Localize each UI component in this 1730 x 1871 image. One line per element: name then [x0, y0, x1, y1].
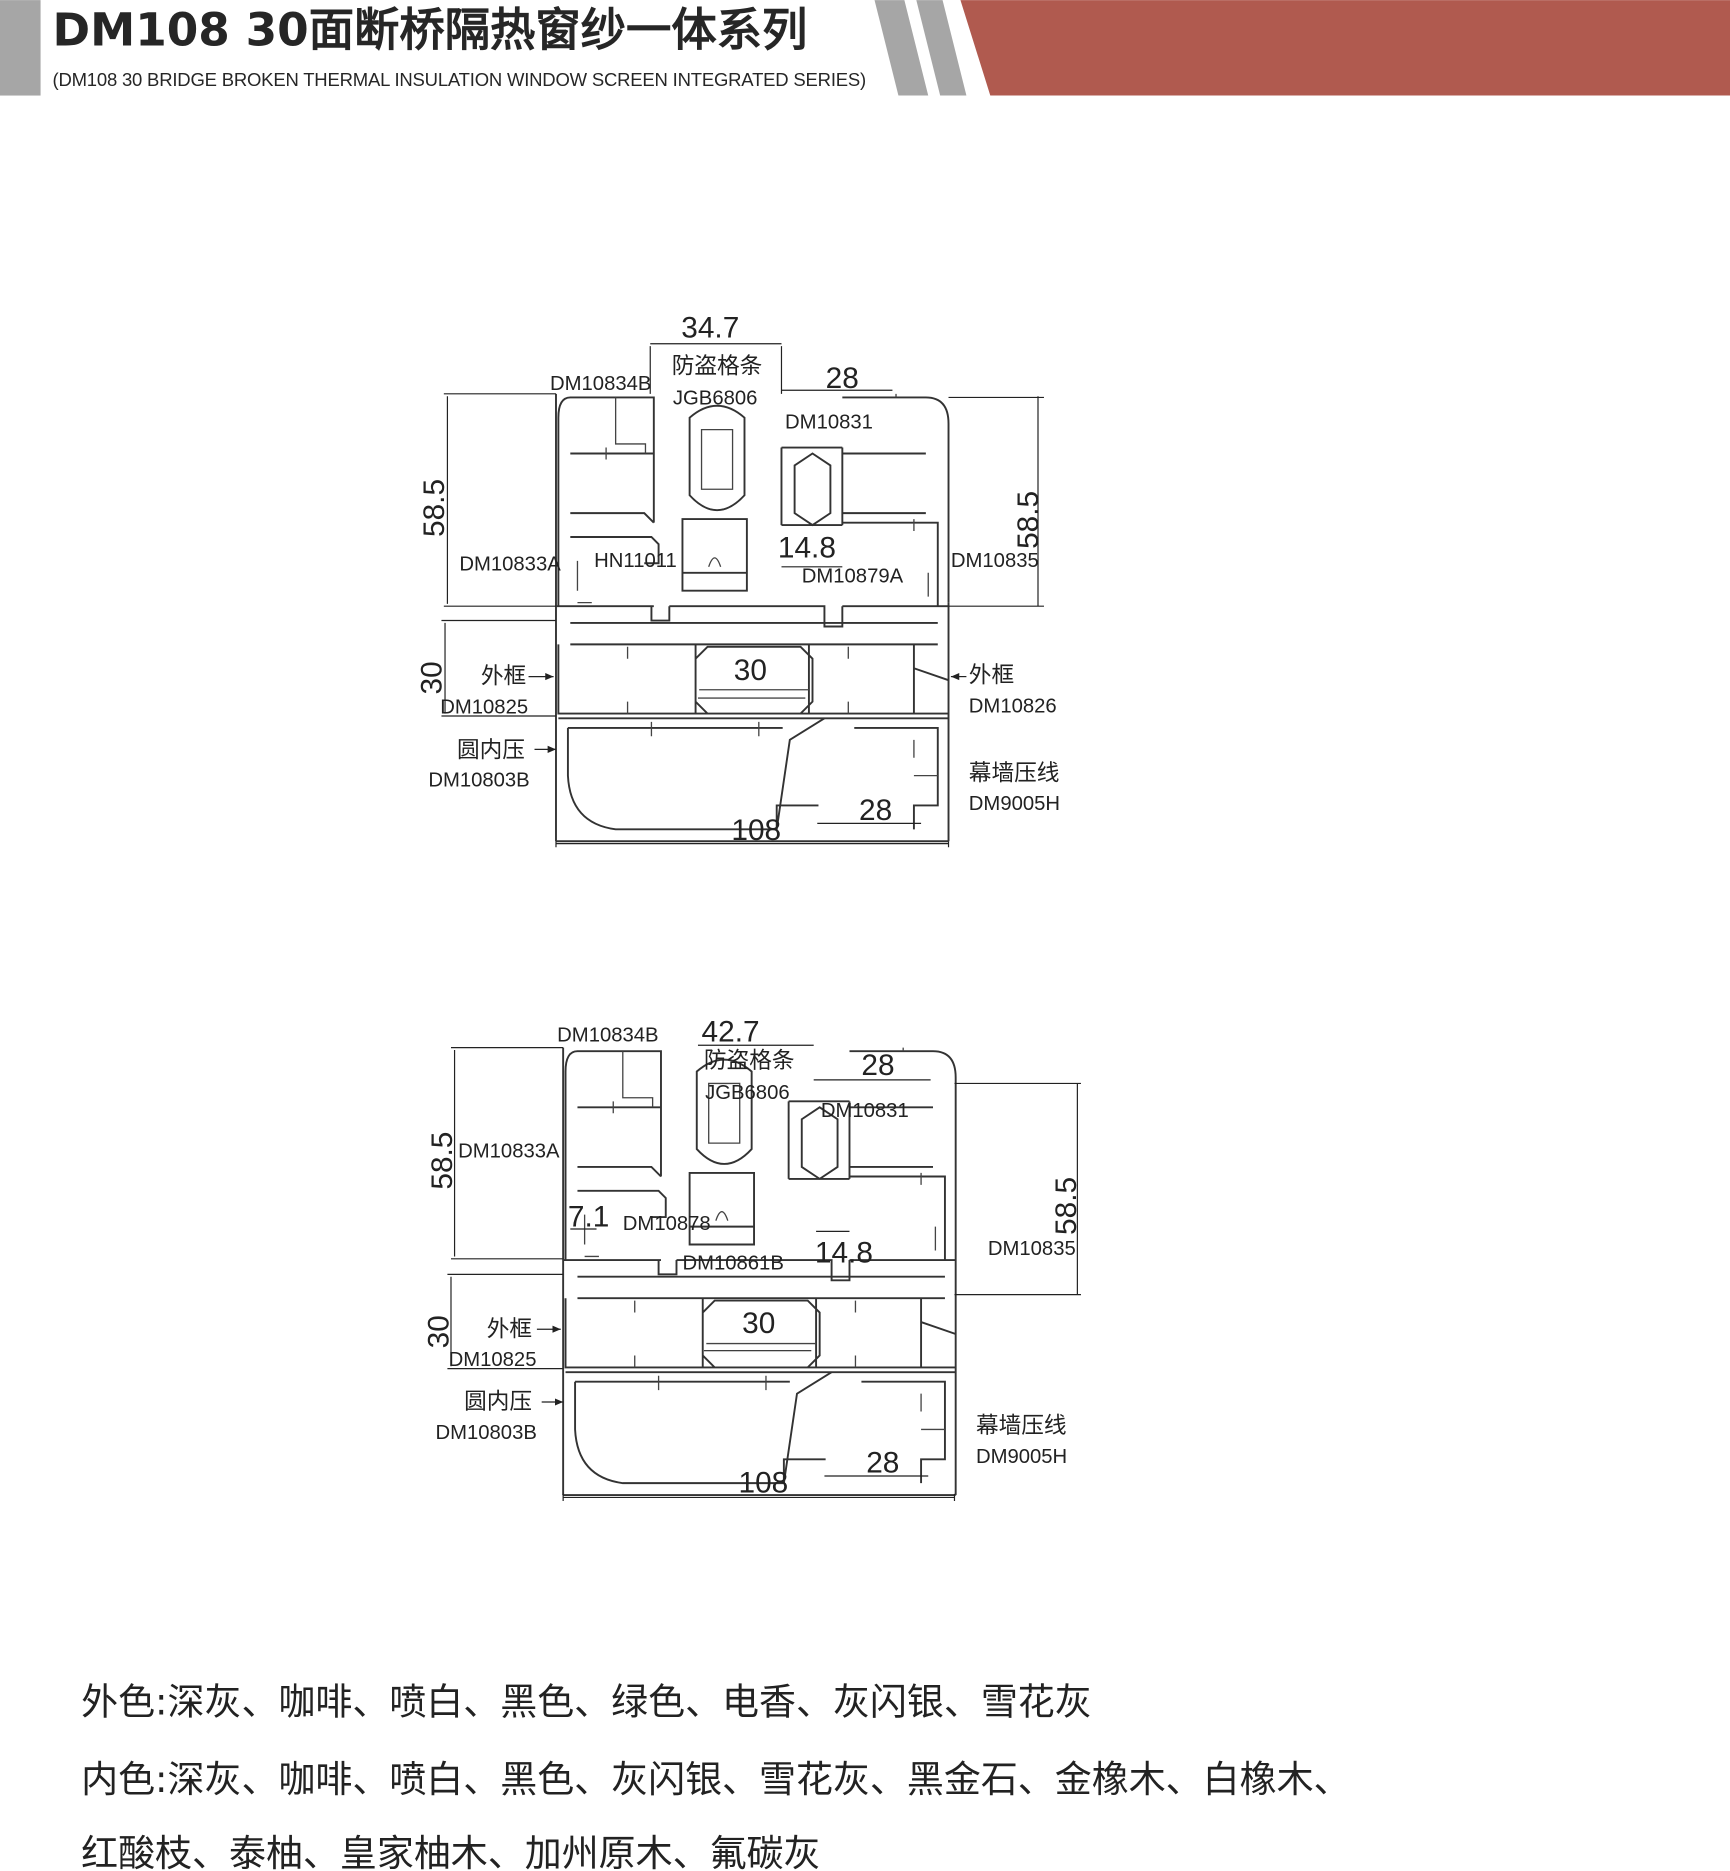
grille-code: JGB6806	[705, 1082, 790, 1104]
dim-108: 108	[731, 814, 781, 847]
part-label: DM10831	[785, 411, 873, 433]
part-label: DM10803B	[435, 1422, 536, 1444]
header-accent-band	[960, 0, 1730, 96]
callout-label: 外框	[487, 1316, 532, 1342]
part-label: HN11011	[594, 550, 677, 572]
header-banner: DM108 30面断桥隔热窗纱一体系列 (DM108 30 BRIDGE BRO…	[0, 0, 1730, 96]
part-label: DM10833A	[459, 553, 561, 575]
page-title: DM108 30面断桥隔热窗纱一体系列	[52, 3, 807, 56]
dim-14-8: 14.8	[815, 1236, 873, 1269]
part-label: DM9005H	[969, 793, 1060, 815]
dim-top-width: 34.7	[681, 312, 739, 345]
header-stripe	[874, 0, 929, 96]
page-subtitle: (DM108 30 BRIDGE BROKEN THERMAL INSULATI…	[52, 69, 866, 90]
outer-colors: 外色:深灰、咖啡、喷白、黑色、绿色、电香、灰闪银、雪花灰	[81, 1681, 1092, 1724]
header-stripe	[916, 0, 967, 96]
callout-label: 外框	[969, 663, 1014, 689]
part-label: DM10835	[988, 1238, 1076, 1260]
dim-right-height: 58.5	[1012, 491, 1045, 549]
part-label: DM10834B	[550, 373, 651, 395]
dim-top-width: 42.7	[702, 1016, 760, 1049]
dim-28-top: 28	[826, 362, 859, 395]
dim-28-bottom: 28	[859, 794, 892, 827]
part-label: DM10834B	[557, 1025, 658, 1047]
dim-left-height: 58.5	[426, 1132, 459, 1190]
section-drawing-2: DM10834B 42.7 防盗格条 JGB6806 28 DM10831 58…	[423, 1016, 1083, 1502]
part-label: DM10803B	[428, 769, 529, 791]
callout-label: 圆内压	[457, 738, 525, 764]
part-label: DM10861B	[682, 1253, 783, 1275]
part-label: DM10878	[623, 1213, 711, 1235]
part-label: DM10826	[969, 695, 1057, 717]
dim-left-height: 58.5	[418, 479, 451, 537]
dim-30-left: 30	[423, 1315, 456, 1348]
inner-colors-line1: 内色:深灰、咖啡、喷白、黑色、灰闪银、雪花灰、黑金石、金橡木、白橡木、	[81, 1758, 1350, 1801]
part-label: DM10825	[440, 697, 528, 719]
dim-28-bottom: 28	[866, 1446, 899, 1479]
dim-30-left: 30	[415, 661, 448, 694]
dim-30-center: 30	[742, 1307, 775, 1340]
grille-code: JGB6806	[673, 388, 758, 410]
dim-30-center: 30	[734, 654, 767, 687]
grille-label: 防盗格条	[672, 354, 763, 380]
part-label: DM10831	[821, 1100, 909, 1122]
part-label: DM10835	[951, 550, 1039, 572]
dim-28-top: 28	[861, 1049, 894, 1082]
part-label: DM10825	[449, 1349, 537, 1371]
callout-label: 外框	[481, 664, 526, 690]
dim-108: 108	[739, 1467, 789, 1500]
part-label: DM10879A	[802, 565, 904, 587]
profile-drawing	[555, 392, 950, 843]
section-drawing-1: 34.7 防盗格条 JGB6806 28 DM10834B DM10831 58…	[415, 312, 1060, 848]
part-label: DM10833A	[458, 1140, 560, 1162]
callout-label: 幕墙压线	[969, 760, 1060, 786]
dim-7-1: 7.1	[568, 1201, 609, 1234]
header-gray-block	[0, 0, 41, 96]
part-label: DM9005H	[976, 1446, 1067, 1468]
dim-14-8: 14.8	[778, 531, 836, 564]
callout-label: 圆内压	[464, 1389, 532, 1415]
dim-right-height: 58.5	[1050, 1177, 1083, 1235]
inner-colors-line2: 红酸枝、泰柚、皇家柚木、加州原木、氟碳灰	[81, 1832, 820, 1871]
grille-label: 防盗格条	[704, 1048, 795, 1074]
callout-label: 幕墙压线	[976, 1413, 1067, 1439]
